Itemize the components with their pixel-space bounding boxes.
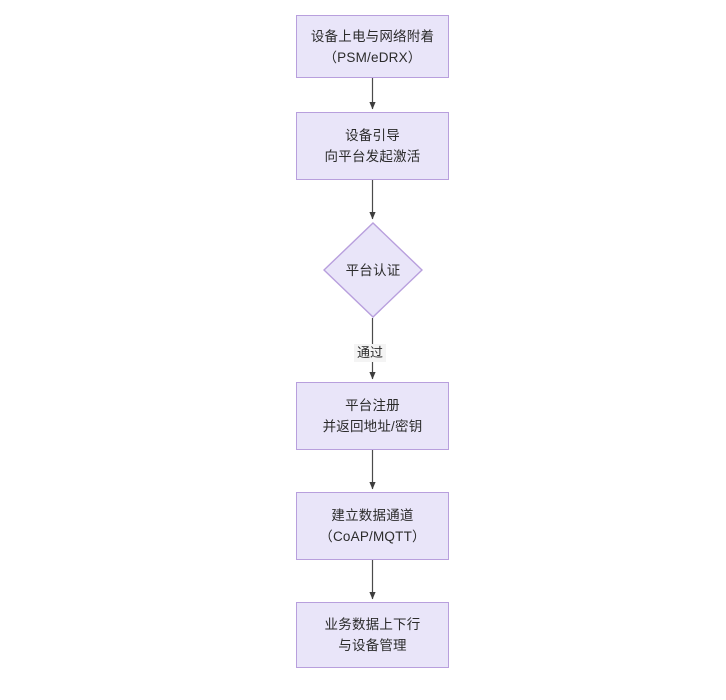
node-platform-authentication[interactable]: 平台认证 — [323, 222, 423, 318]
node-label: 设备上电与网络附着 （PSM/eDRX） — [310, 28, 435, 65]
node-establish-data-channel[interactable]: 建立数据通道 （CoAP/MQTT） — [296, 492, 449, 560]
node-label: 设备引导 向平台发起激活 — [324, 128, 421, 164]
node-label: 建立数据通道 （CoAP/MQTT） — [319, 508, 426, 544]
diamond-shape — [323, 222, 423, 318]
node-business-data-and-device-management[interactable]: 业务数据上下行 与设备管理 — [296, 602, 449, 668]
node-label: 平台认证 — [345, 262, 401, 278]
node-device-power-on[interactable]: 设备上电与网络附着 （PSM/eDRX） — [296, 15, 449, 78]
edge-label-pass: 通过 — [354, 344, 387, 362]
node-platform-registration[interactable]: 平台注册 并返回地址/密钥 — [296, 382, 449, 450]
node-label: 平台注册 并返回地址/密钥 — [322, 398, 423, 434]
node-label: 业务数据上下行 与设备管理 — [324, 617, 421, 653]
node-device-bootstrap[interactable]: 设备引导 向平台发起激活 — [296, 112, 449, 180]
